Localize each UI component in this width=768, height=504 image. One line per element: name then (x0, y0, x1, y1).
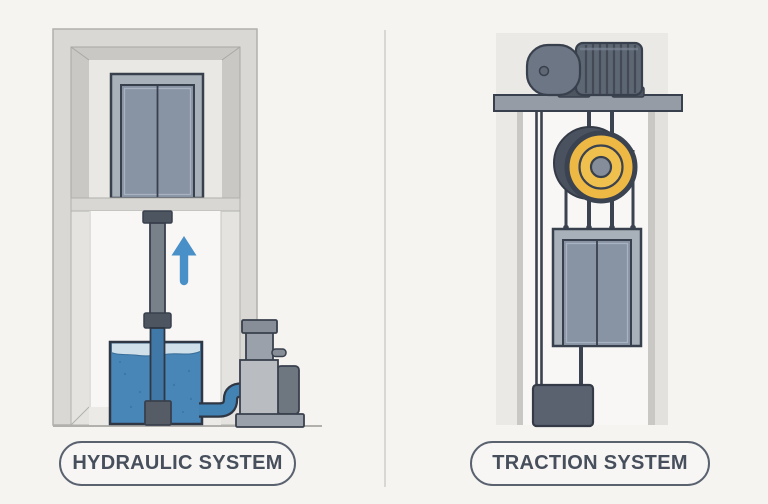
electric-motor (525, 41, 645, 98)
hydraulic-elevator-cab (109, 72, 205, 200)
pump-valve-nub (271, 348, 287, 358)
motor-end-cap (525, 43, 582, 97)
pump-motor-block (276, 365, 300, 415)
pump-body (239, 359, 279, 417)
counterweight (531, 383, 595, 428)
hydraulic-cylinder (149, 327, 166, 405)
traction-system-label-text: TRACTION SYSTEM (492, 452, 688, 474)
pump-unit (235, 319, 305, 428)
hydraulic-system (52, 28, 322, 428)
sheave-hub (589, 155, 613, 179)
motor-end-bolt (538, 65, 550, 77)
counterweight-cables (535, 111, 543, 388)
hydraulic-system-label-text: HYDRAULIC SYSTEM (72, 452, 283, 474)
panel-divider (384, 30, 386, 487)
up-arrow-icon (171, 236, 197, 286)
hydraulic-floor-band (70, 197, 241, 212)
drive-sheave (553, 126, 638, 204)
piston-rod (149, 222, 166, 316)
pump-cap (241, 319, 278, 334)
hydraulic-system-label: HYDRAULIC SYSTEM (59, 441, 296, 486)
pump-base (235, 413, 305, 428)
motor-fins (584, 44, 637, 94)
traction-system (493, 33, 683, 428)
piston-top-cap (142, 210, 173, 224)
pump-column (245, 330, 274, 363)
hydraulic-pipe (199, 382, 258, 418)
traction-elevator-cab (551, 227, 643, 348)
piston-assembly (142, 210, 173, 426)
cylinder-base (144, 400, 172, 426)
piston-collar (143, 312, 172, 329)
traction-system-label: TRACTION SYSTEM (470, 441, 710, 486)
